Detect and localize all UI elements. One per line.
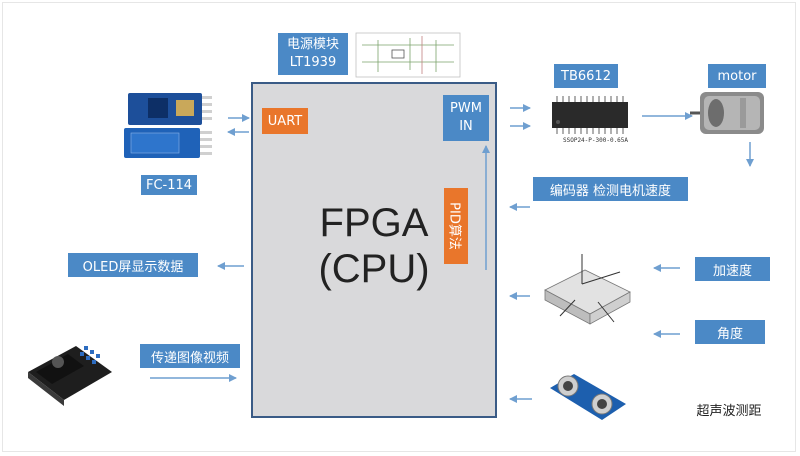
power-module-line2: LT1939 <box>289 55 337 70</box>
fpga-title: FPGA (CPU) <box>251 200 497 292</box>
fpga-title-line1: FPGA <box>319 201 429 245</box>
frame-border <box>2 2 796 452</box>
video-label: 传递图像视频 <box>140 344 240 368</box>
ultrasonic-sensor-icon <box>550 374 626 420</box>
imu-sensor-icon <box>544 254 631 325</box>
ic-marking-label: SSOP24-P-300-0.65A <box>563 137 629 144</box>
driver-label: TB6612 <box>554 64 618 88</box>
encoder-label: 编码器 检测电机速度 <box>533 177 688 201</box>
power-module-line1: 电源模块 <box>286 37 339 52</box>
camera-module-icon <box>28 346 112 406</box>
bluetooth-module-icon <box>124 93 212 158</box>
bluetooth-label: FC-114 <box>141 175 197 195</box>
uart-block: UART <box>262 108 308 134</box>
pwm-in-block: PWM IN <box>443 95 489 141</box>
motor-label: motor <box>708 64 766 88</box>
uart-label: UART <box>267 113 303 129</box>
acceleration-label: 加速度 <box>695 257 770 281</box>
angle-label: 角度 <box>695 320 765 344</box>
motor-icon <box>690 92 764 134</box>
power-module-label: 电源模块 LT1939 <box>278 33 348 75</box>
pid-block: PID算法 <box>444 188 468 264</box>
power-schematic-icon <box>355 32 461 78</box>
pwm-in-line2: IN <box>459 119 473 134</box>
ultrasonic-label: 超声波测距 <box>696 403 762 419</box>
driver-ic-icon <box>552 96 628 134</box>
pwm-in-line1: PWM <box>450 101 482 116</box>
fpga-title-line2: (CPU) <box>318 247 430 291</box>
oled-label: OLED屏显示数据 <box>68 253 198 277</box>
